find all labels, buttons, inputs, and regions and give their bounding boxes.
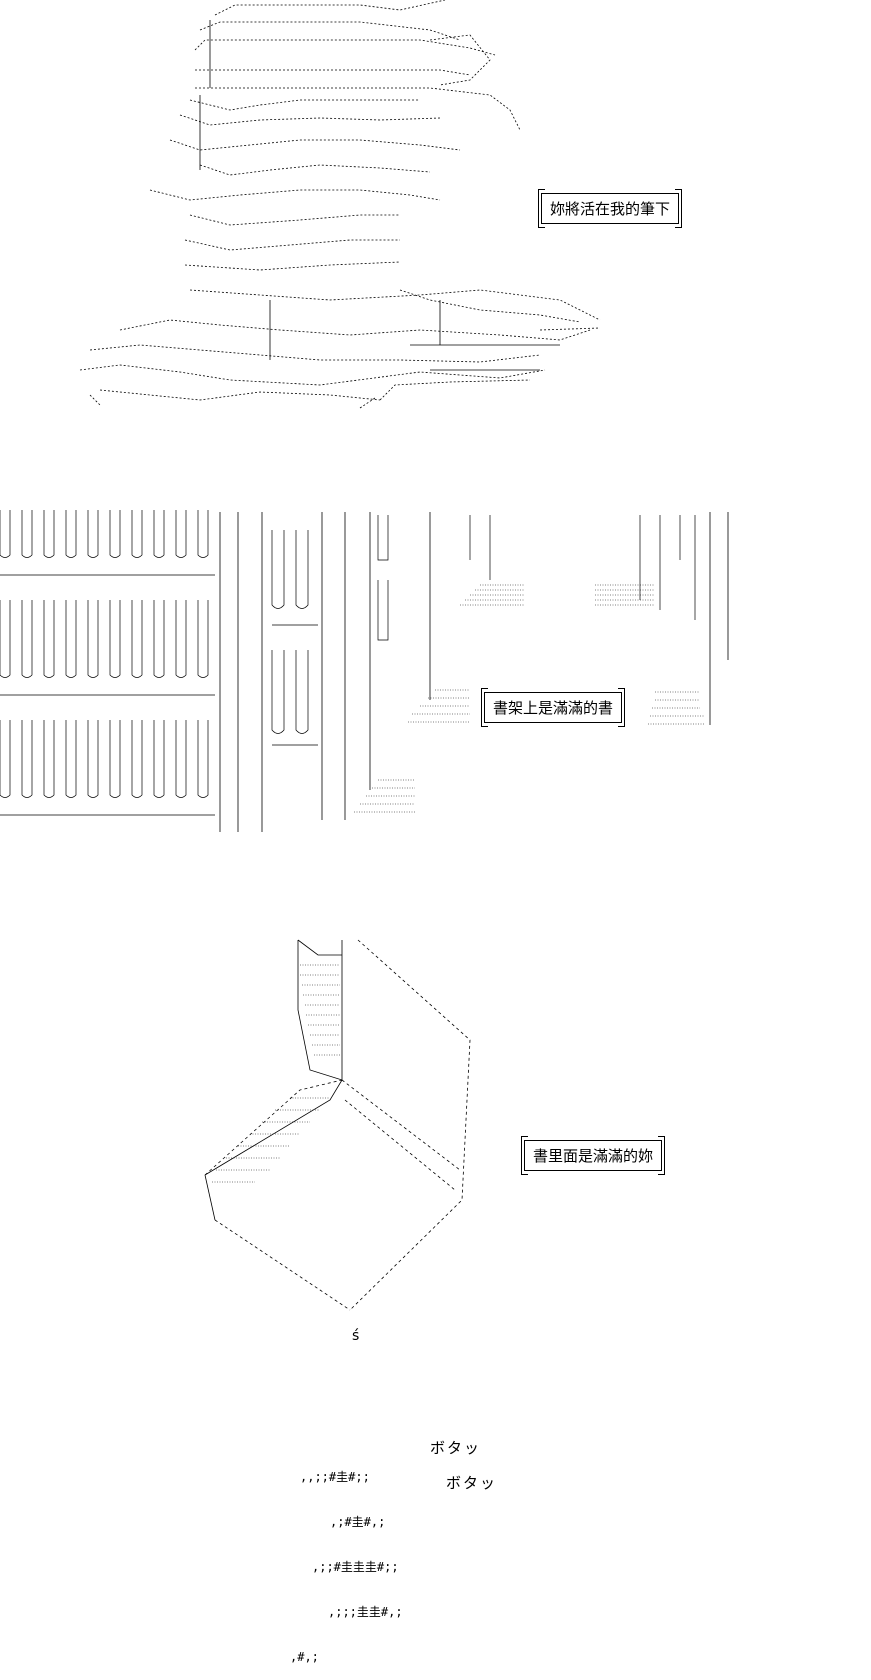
blood-line-1: ,,;;#圭#;; [300,1470,370,1484]
panel-bookshelves [0,510,729,832]
panel-open-book [204,939,471,1311]
caption-3-text: 書里面是滿滿的妳 [533,1147,654,1165]
blood-line-5: ,#,; [290,1650,319,1664]
blood-line-4: ,;;;圭圭#,; [328,1605,403,1619]
blood-line-3: ,;;#圭圭圭#;; [312,1560,399,1574]
caption-1: 妳將活在我的筆下 [537,189,683,228]
caption-2: 書架上是滿滿的書 [480,688,626,727]
blood-line-2: ,;#圭#,; [330,1515,386,1529]
caption-2-text: 書架上是滿滿的書 [493,699,614,717]
caption-1-text: 妳將活在我的筆下 [550,200,671,218]
blood-drops: ,,;;#圭#;; ,;#圭#,; ,;;#圭圭圭#;; ,;;;圭圭#,; ,… [290,1440,403,1680]
caption-3: 書里面是滿滿的妳 [520,1136,666,1175]
sfx-drip-2: ボタッ [446,1474,498,1492]
sfx-drip-1: ボタッ [430,1439,482,1457]
panel-figure-writing [79,0,601,409]
drip-mark: ś [352,1328,360,1344]
